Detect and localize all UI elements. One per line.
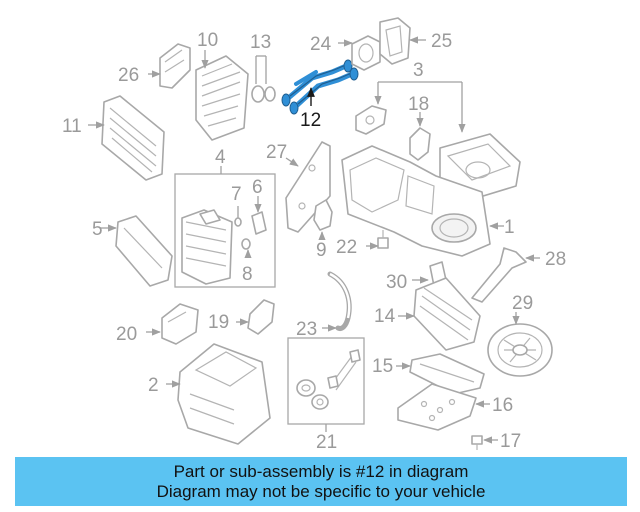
label-9: 9 bbox=[316, 240, 327, 261]
part-22-bolt[interactable] bbox=[366, 230, 389, 250]
label-25: 25 bbox=[431, 31, 452, 52]
label-26: 26 bbox=[118, 65, 139, 86]
banner-line-part: Part or sub-assembly is #12 in diagram bbox=[173, 461, 469, 481]
part-23-hose[interactable] bbox=[322, 271, 352, 332]
label-6: 6 bbox=[252, 177, 263, 198]
part-1-hvac-housing[interactable] bbox=[341, 145, 504, 257]
label-23: 23 bbox=[296, 319, 317, 340]
callout-labels: 10 13 24 25 26 3 18 12 11 4 27 7 6 5 1 9… bbox=[62, 30, 566, 453]
part-15-plate[interactable] bbox=[396, 353, 485, 395]
part-17-screw[interactable] bbox=[471, 435, 498, 450]
part-4-group[interactable] bbox=[174, 166, 276, 288]
label-19: 19 bbox=[208, 312, 229, 333]
part-27-bracket[interactable] bbox=[285, 141, 331, 233]
part-19-bracket[interactable] bbox=[236, 299, 275, 335]
part-10-filter[interactable] bbox=[195, 50, 249, 141]
part-29-blower-motor[interactable] bbox=[487, 312, 553, 377]
label-7: 7 bbox=[231, 184, 242, 205]
label-30: 30 bbox=[386, 272, 407, 293]
part-2-lower-housing[interactable] bbox=[166, 343, 271, 445]
label-10: 10 bbox=[197, 30, 218, 51]
part-16-panel[interactable] bbox=[397, 383, 490, 431]
part-24-gasket[interactable] bbox=[338, 35, 381, 71]
part-13-plugs[interactable] bbox=[251, 55, 276, 103]
part-3-actuator[interactable] bbox=[355, 105, 387, 135]
part-9-grommet[interactable] bbox=[313, 199, 333, 241]
part-28-bracket[interactable] bbox=[471, 247, 540, 303]
part-12-heater-tubes[interactable] bbox=[281, 59, 359, 115]
label-8: 8 bbox=[242, 264, 253, 285]
label-15: 15 bbox=[372, 356, 393, 377]
info-banner: Part or sub-assembly is #12 in diagram D… bbox=[15, 457, 627, 506]
label-20: 20 bbox=[116, 324, 137, 345]
label-22: 22 bbox=[336, 237, 357, 258]
label-21: 21 bbox=[316, 432, 337, 453]
label-2: 2 bbox=[148, 375, 159, 396]
part-20-actuator[interactable] bbox=[146, 303, 199, 345]
part-5-filter[interactable] bbox=[100, 215, 173, 287]
banner-line-disclaimer: Diagram may not be specific to your vehi… bbox=[156, 481, 486, 501]
label-4: 4 bbox=[215, 147, 226, 168]
part-26-bracket[interactable] bbox=[148, 43, 191, 89]
part-3-leaders bbox=[374, 81, 466, 133]
label-17: 17 bbox=[500, 431, 521, 452]
label-28: 28 bbox=[545, 249, 566, 270]
label-18: 18 bbox=[408, 94, 429, 115]
part-11-evaporator[interactable] bbox=[88, 95, 165, 181]
label-5: 5 bbox=[92, 219, 103, 240]
label-29: 29 bbox=[512, 293, 533, 314]
label-11: 11 bbox=[62, 116, 82, 137]
label-1: 1 bbox=[504, 217, 515, 238]
part-21-group[interactable] bbox=[287, 337, 365, 432]
parts-diagram: 10 13 24 25 26 3 18 12 11 4 27 7 6 5 1 9… bbox=[62, 17, 566, 453]
label-12: 12 bbox=[300, 110, 321, 131]
part-25-gasket[interactable] bbox=[379, 17, 426, 65]
label-16: 16 bbox=[492, 395, 513, 416]
label-24: 24 bbox=[310, 34, 332, 55]
label-27: 27 bbox=[266, 142, 287, 163]
label-3: 3 bbox=[413, 60, 424, 81]
part-14-screen[interactable] bbox=[398, 277, 481, 351]
part-18-sensor[interactable] bbox=[409, 112, 431, 161]
label-14: 14 bbox=[374, 306, 396, 327]
label-13: 13 bbox=[250, 32, 271, 53]
